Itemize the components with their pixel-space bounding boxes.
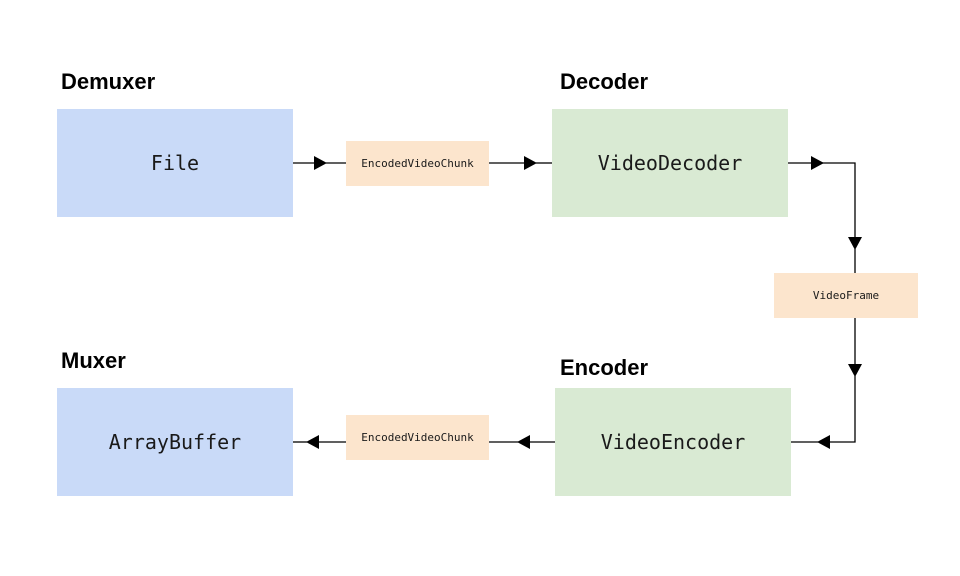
node-video-frame: VideoFrame xyxy=(774,273,918,318)
section-title-demuxer: Demuxer xyxy=(61,69,156,94)
arrowhead-left-icon xyxy=(306,435,319,449)
arrowhead-right-icon xyxy=(524,156,537,170)
arrowhead-down-icon xyxy=(848,364,862,377)
node-video-decoder: VideoDecoder xyxy=(552,109,788,217)
connector-frame-to-encoder-elbow xyxy=(830,376,856,443)
connector-decoder-to-frame xyxy=(788,162,856,237)
node-array-buffer: ArrayBuffer xyxy=(57,388,293,496)
arrowhead-down-icon xyxy=(848,237,862,250)
arrowhead-right-icon xyxy=(314,156,327,170)
section-title-decoder: Decoder xyxy=(560,69,649,94)
node-encoded-chunk-bottom: EncodedVideoChunk xyxy=(346,415,489,460)
node-file: File xyxy=(57,109,293,217)
section-title-encoder: Encoder xyxy=(560,355,649,380)
arrowhead-left-icon xyxy=(817,435,830,449)
arrowhead-right-icon xyxy=(811,156,824,170)
section-title-muxer: Muxer xyxy=(61,348,126,373)
node-encoded-chunk-top: EncodedVideoChunk xyxy=(346,141,489,186)
node-video-encoder: VideoEncoder xyxy=(555,388,791,496)
arrowhead-left-icon xyxy=(517,435,530,449)
